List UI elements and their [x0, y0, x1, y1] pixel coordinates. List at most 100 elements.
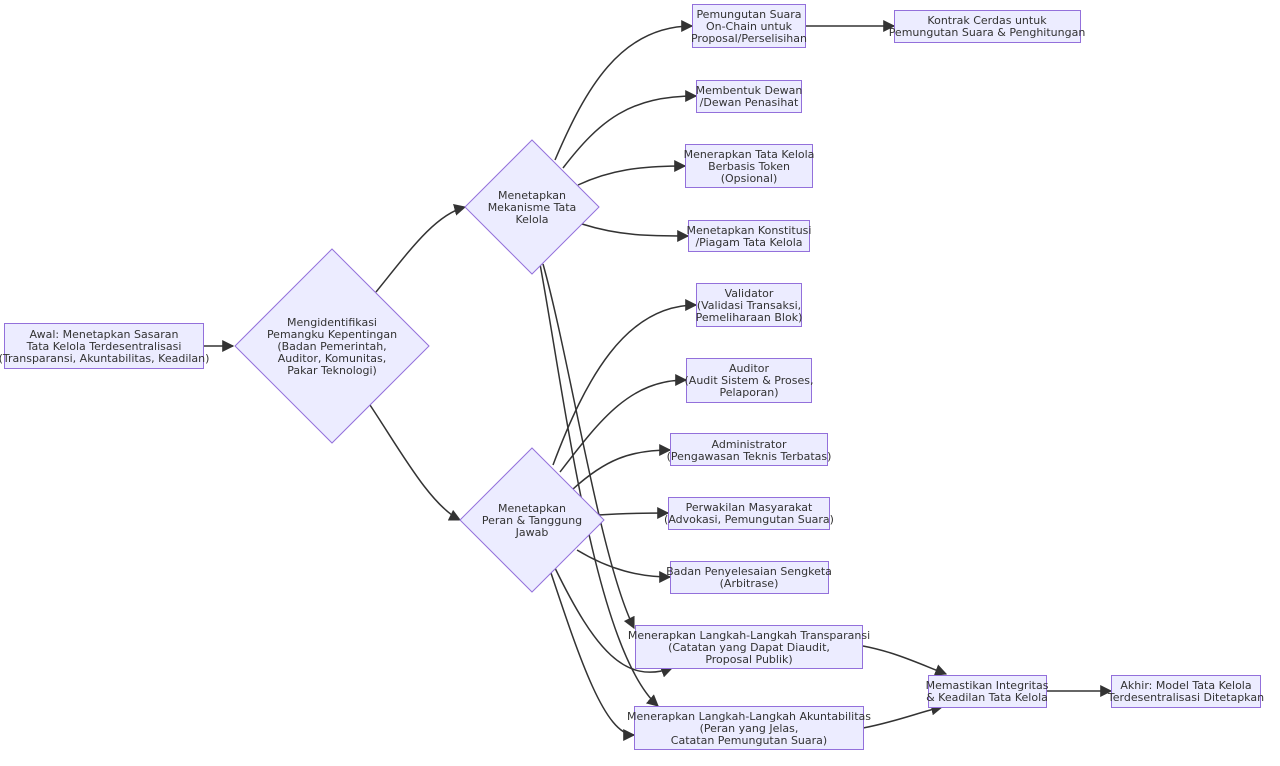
edges — [204, 20, 1113, 741]
node-label-line: Administrator — [712, 438, 787, 451]
node-label-line: Proposal Publik) — [705, 653, 792, 666]
node-label-line: (Peran yang Jelas, — [700, 722, 799, 735]
node-label-line: (Transparansi, Akuntabilitas, Keadilan) — [0, 352, 209, 365]
node-label-line: /Piagam Tata Kelola — [695, 236, 802, 249]
edge-roles-accountability — [549, 569, 636, 741]
node-label-line: (Validasi Transaksi, — [697, 299, 801, 312]
node-label-line: Membentuk Dewan — [696, 84, 803, 97]
node-label-line: (Arbitrase) — [720, 577, 779, 590]
node-auditor: Auditor(Audit Sistem & Proses,Pelaporan) — [685, 358, 814, 403]
edge-roles-validator — [552, 299, 698, 466]
edge-identify-mechanisms — [375, 203, 467, 293]
svg-text:Menerapkan Langkah-Langkah Aku: Menerapkan Langkah-Langkah Akuntabilitas… — [627, 710, 871, 747]
svg-text:Validator(Validasi Transaksi,P: Validator(Validasi Transaksi,Pemeliharaa… — [696, 287, 803, 324]
node-label-line: Pakar Teknologi) — [287, 364, 377, 377]
svg-text:Administrator(Pengawasan Tekni: Administrator(Pengawasan Teknis Terbatas… — [667, 438, 832, 463]
node-label-line: (Catatan yang Dapat Diaudit, — [668, 641, 830, 654]
node-label-line: Kontrak Cerdas untuk — [927, 14, 1047, 27]
node-label-line: Pelaporan) — [719, 386, 778, 399]
node-label-line: Proposal/Perselisihan — [691, 32, 807, 45]
node-label-line: Menerapkan Langkah-Langkah Akuntabilitas — [627, 710, 871, 723]
node-label-line: Akhir: Model Tata Kelola — [1120, 679, 1251, 692]
node-label-line: Mekanisme Tata — [488, 201, 577, 214]
node-label-line: (Opsional) — [721, 172, 778, 185]
node-community-representative: Perwakilan Masyarakat(Advokasi, Pemungut… — [664, 497, 834, 530]
svg-text:Menerapkan Langkah-Langkah Tra: Menerapkan Langkah-Langkah Transparansi(… — [628, 629, 870, 666]
node-validator: Validator(Validasi Transaksi,Pemeliharaa… — [696, 283, 803, 327]
node-label-line: Memastikan Integritas — [926, 679, 1049, 692]
node-label-line: Tata Kelola Terdesentralisasi — [26, 340, 182, 353]
node-label-line: Auditor, Komunitas, — [278, 352, 387, 365]
node-label-line: Pemeliharaan Blok) — [696, 311, 803, 324]
node-label-line: /Dewan Penasihat — [700, 96, 799, 109]
node-dispute-resolution: Badan Penyelesaian Sengketa(Arbitrase) — [666, 561, 832, 594]
edge-identify-roles — [369, 404, 462, 521]
node-label-line: Catatan Pemungutan Suara) — [671, 734, 827, 747]
edge-mechanisms-constitution — [581, 223, 690, 242]
node-accountability: Menerapkan Langkah-Langkah Akuntabilitas… — [627, 706, 871, 750]
node-label-line: Perwakilan Masyarakat — [686, 501, 813, 514]
svg-text:Memastikan Integritas& Keadila: Memastikan Integritas& Keadilan Tata Kel… — [926, 679, 1049, 704]
node-label-line: (Pengawasan Teknis Terbatas) — [667, 450, 832, 463]
node-label-line: Badan Penyelesaian Sengketa — [666, 565, 832, 578]
edge-roles-auditor — [559, 374, 688, 473]
node-transparency: Menerapkan Langkah-Langkah Transparansi(… — [628, 625, 870, 669]
node-label-line: Kelola — [515, 213, 548, 226]
edge-accountability-integrity — [862, 703, 944, 729]
node-label-line: Berbasis Token — [708, 160, 790, 173]
edge-transparency-integrity — [862, 645, 948, 676]
node-administrator: Administrator(Pengawasan Teknis Terbatas… — [667, 433, 832, 466]
svg-text:Auditor(Audit Sistem & Proses,: Auditor(Audit Sistem & Proses,Pelaporan) — [685, 362, 814, 399]
svg-text:Perwakilan Masyarakat(Advokasi: Perwakilan Masyarakat(Advokasi, Pemungut… — [664, 501, 834, 526]
node-label-line: Validator — [725, 287, 774, 300]
edge-roles-community — [597, 507, 670, 520]
node-label-line: Menetapkan — [498, 189, 566, 202]
svg-text:Membentuk Dewan/Dewan Penasiha: Membentuk Dewan/Dewan Penasihat — [696, 84, 803, 109]
edge-mechanisms-voting — [554, 20, 694, 161]
node-label-line: Menetapkan — [498, 502, 566, 515]
node-label-line: Menerapkan Langkah-Langkah Transparansi — [628, 629, 870, 642]
svg-text:Badan Penyelesaian Sengketa(Ar: Badan Penyelesaian Sengketa(Arbitrase) — [666, 565, 832, 590]
node-label-line: Mengidentifikasi — [287, 316, 377, 329]
node-council: Membentuk Dewan/Dewan Penasihat — [696, 80, 803, 113]
node-label-line: (Advokasi, Pemungutan Suara) — [664, 513, 834, 526]
node-integrity: Memastikan Integritas& Keadilan Tata Kel… — [926, 675, 1049, 708]
node-label-line: Menetapkan Konstitusi — [687, 224, 812, 237]
node-label-line: & Keadilan Tata Kelola — [926, 691, 1048, 704]
node-label-line: On-Chain untuk — [706, 20, 793, 33]
node-label-line: Auditor — [729, 362, 770, 375]
node-label-line: Peran & Tanggung — [482, 514, 582, 527]
edge-mechanisms-transparency — [542, 263, 635, 630]
node-label-line: Terdesentralisasi Ditetapkan — [1107, 691, 1264, 704]
node-label-line: (Badan Pemerintah, — [277, 340, 386, 353]
edge-mechanisms-token — [577, 160, 687, 186]
node-label-line: Pemangku Kepentingan — [267, 328, 397, 341]
node-label-line: Awal: Menetapkan Sasaran — [30, 328, 179, 341]
node-label-line: Jawab — [515, 526, 549, 539]
edge-roles-transparency — [554, 567, 674, 678]
svg-text:Menetapkan Konstitusi/Piagam T: Menetapkan Konstitusi/Piagam Tata Kelola — [687, 224, 812, 249]
edge-roles-administrator — [572, 444, 672, 490]
node-label-line: Pemungutan Suara — [696, 8, 801, 21]
edge-mechanisms-council — [562, 90, 698, 169]
node-label-line: Pemungutan Suara & Penghitungan — [889, 26, 1086, 39]
node-label-line: (Audit Sistem & Proses, — [685, 374, 814, 387]
edge-roles-dispute — [576, 549, 672, 583]
